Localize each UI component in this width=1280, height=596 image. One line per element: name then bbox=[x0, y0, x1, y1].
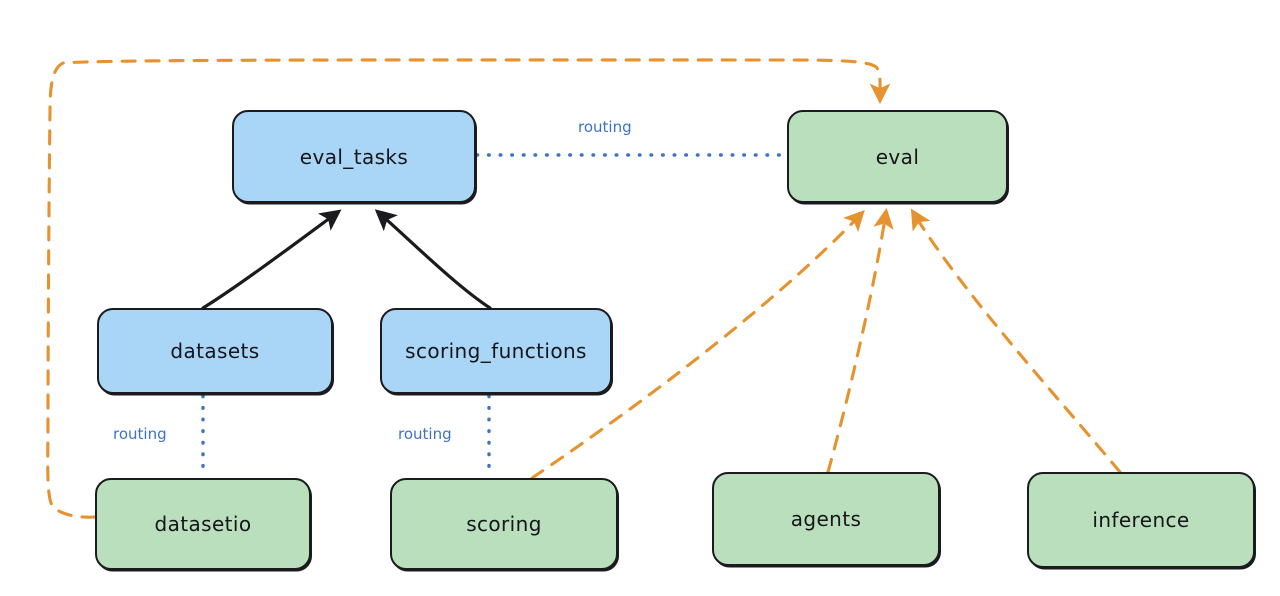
node-datasetio[interactable]: datasetio bbox=[95, 478, 311, 570]
node-label-agents: agents bbox=[790, 507, 862, 531]
node-label-eval-tasks: eval_tasks bbox=[299, 144, 409, 169]
node-label-datasets: datasets bbox=[170, 339, 260, 363]
edge-datasets-eval_tasks bbox=[201, 209, 342, 310]
node-scoring-functions[interactable]: scoring_functions bbox=[380, 308, 612, 394]
node-inference[interactable]: inference bbox=[1027, 472, 1255, 568]
edge-scoring_functions-eval_tasks bbox=[374, 209, 492, 310]
edge-agents-eval bbox=[826, 207, 894, 474]
edge-label-routing-scoring: routing bbox=[398, 425, 452, 443]
edge-label-routing-eval: routing bbox=[578, 118, 632, 136]
node-agents[interactable]: agents bbox=[712, 472, 940, 566]
node-eval[interactable]: eval bbox=[787, 110, 1008, 203]
node-label-datasetio: datasetio bbox=[154, 512, 252, 536]
node-datasets[interactable]: datasets bbox=[97, 308, 333, 394]
node-label-inference: inference bbox=[1092, 508, 1190, 532]
node-scoring[interactable]: scoring bbox=[390, 478, 618, 570]
edge-inference-eval bbox=[910, 208, 1122, 474]
edge-label-routing-datasetio: routing bbox=[113, 425, 167, 443]
node-label-scoring: scoring bbox=[466, 512, 542, 536]
node-label-eval: eval bbox=[875, 144, 920, 169]
node-label-scoring-functions: scoring_functions bbox=[405, 339, 587, 363]
node-eval-tasks[interactable]: eval_tasks bbox=[232, 110, 476, 203]
